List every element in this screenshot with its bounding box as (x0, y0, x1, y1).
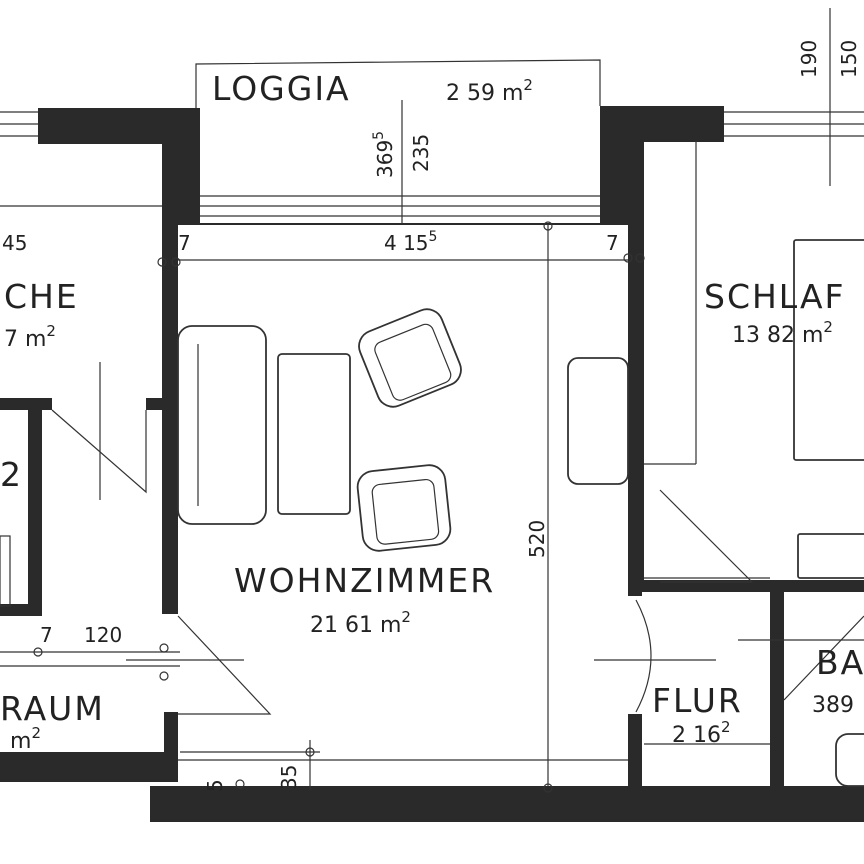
wall-bottom-left (0, 752, 178, 782)
loggia-depth-a: 3695 (371, 131, 397, 178)
top-right-dim-a: 190 (797, 40, 821, 78)
room-labels: LOGGIA 2 59 m2 CHE 7 m2 2 RAUM m2 WOHNZI… (0, 69, 864, 754)
loggia-label: LOGGIA (212, 69, 351, 108)
loggia-area: 2 59 m2 (446, 76, 533, 106)
coffee-table (277, 353, 351, 515)
wall-right-dim: 7 (606, 231, 619, 255)
hall-door-arc (635, 599, 652, 713)
interior-lines (0, 8, 831, 786)
loggia-depth-b: 235 (409, 134, 433, 172)
wall-storage-right (28, 410, 42, 616)
markers (33, 221, 645, 793)
dimension-labels: 3695 235 4 155 7 7 45 520 190 150 7 120 … (2, 40, 861, 792)
svg-text:520: 520 (525, 520, 549, 558)
small-dim-a: 7 (40, 623, 53, 647)
living-door (177, 615, 272, 715)
bath-label: BA (816, 643, 864, 682)
bottom-dim-a: 35 (277, 765, 301, 790)
bottom-dim-b: 5 (203, 779, 227, 792)
svg-text:3695: 3695 (371, 131, 397, 178)
hall-area: 2 162 (672, 718, 731, 748)
bedroom-door (659, 489, 754, 583)
wall-kitchen-divider-r (146, 398, 166, 410)
wall-bath-left (770, 580, 784, 790)
living-depth-dim: 520 (525, 520, 549, 558)
bedroom-label: SCHLAF (704, 277, 846, 316)
walls (0, 106, 864, 822)
wall-living-right-top (600, 106, 638, 224)
top-right-dim-b: 150 (837, 40, 861, 78)
door-swings (51, 362, 864, 715)
living-room-label: WOHNZIMMER (234, 561, 495, 600)
kitchen-door (51, 409, 147, 494)
bedroom-area: 13 82 m2 (732, 318, 833, 348)
sofa (177, 325, 267, 525)
bed-footboard (797, 533, 864, 579)
living-width: 4 155 (384, 229, 437, 255)
storage-fragment: 2 (0, 455, 23, 494)
wall-living-left-top (162, 108, 200, 224)
wall-bottom (150, 786, 864, 822)
bathtub-edge (835, 733, 864, 787)
wall-bed-left-inner (638, 140, 644, 590)
svg-text:5: 5 (203, 779, 227, 792)
kitchen-width-dim: 45 (2, 231, 27, 255)
bed (793, 239, 864, 461)
wall-living-left-low (164, 712, 178, 762)
wall-left-dim: 7 (178, 231, 191, 255)
svg-text:235: 235 (409, 134, 433, 172)
svg-text:150: 150 (837, 40, 861, 78)
sideboard (567, 357, 629, 485)
kitchen-area: 7 m2 (4, 322, 56, 352)
living-room-area: 21 61 m2 (310, 608, 411, 638)
storage-shelf (0, 535, 11, 607)
wall-kitchen-divider (0, 398, 52, 410)
armchair-bottom (356, 464, 452, 552)
bath-door (783, 615, 864, 701)
loggia-outline (195, 59, 601, 224)
wall-bath-top (642, 580, 864, 592)
small-dim-b: 120 (84, 623, 122, 647)
wall-living-right-low (628, 714, 642, 794)
furniture (0, 239, 864, 787)
armchair-top (358, 308, 462, 408)
storage-label: RAUM (0, 689, 105, 728)
hall-label: FLUR (652, 681, 743, 720)
kitchen-label: CHE (4, 277, 79, 316)
bath-area: 389 (812, 693, 854, 718)
storage-area: m2 (10, 724, 41, 754)
svg-text:35: 35 (277, 765, 301, 790)
wall-storage-bottom (0, 604, 42, 616)
svg-text:190: 190 (797, 40, 821, 78)
windows (0, 111, 864, 225)
wall-living-left (162, 224, 178, 614)
